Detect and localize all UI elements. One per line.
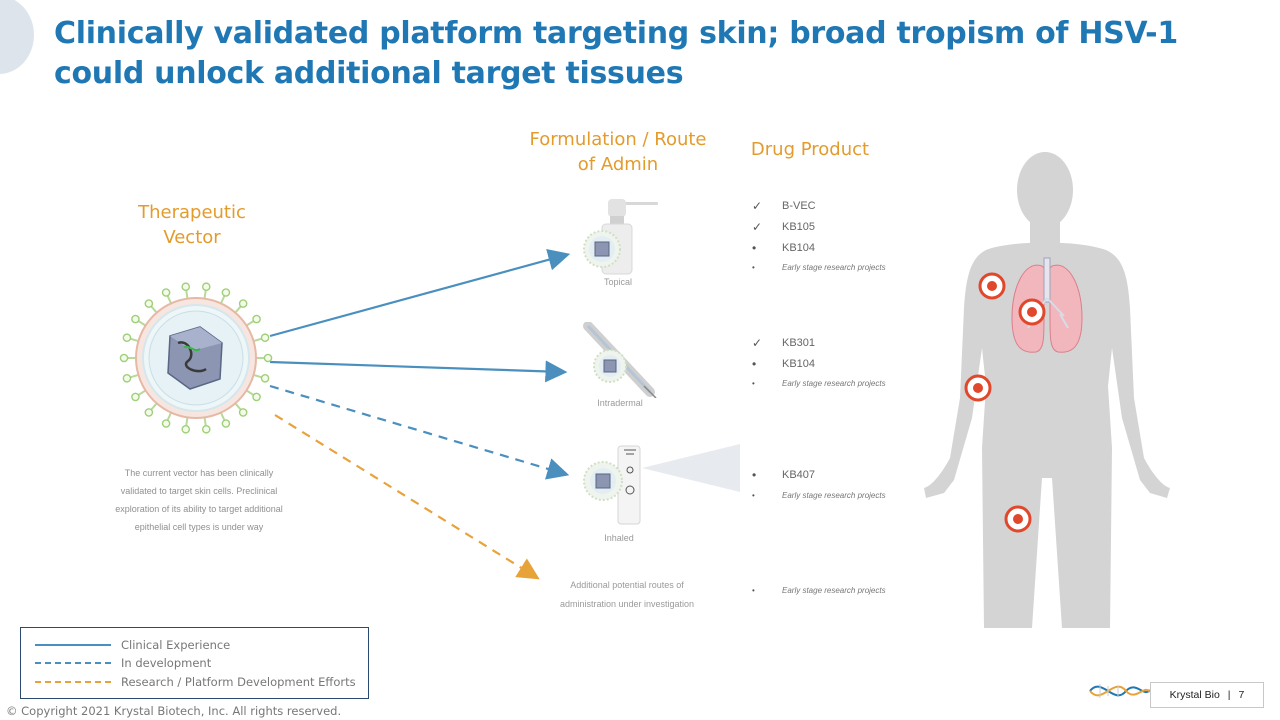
bullet-icon: • bbox=[752, 241, 757, 255]
legend: Clinical Experience In development Resea… bbox=[20, 627, 369, 699]
bullet-icon: • bbox=[752, 490, 755, 500]
drug-product-item: •KB104 bbox=[752, 241, 816, 255]
bullet-icon: • bbox=[752, 585, 755, 595]
page-number: 7 bbox=[1238, 689, 1245, 701]
drug-product-item: •KB104 bbox=[752, 357, 816, 371]
syringe-icon bbox=[583, 322, 657, 398]
route-intradermal-label: Intradermal bbox=[597, 398, 643, 408]
route-additional-label: Additional potential routes of administr… bbox=[559, 580, 695, 609]
drug-product-item: •Early stage research projects bbox=[752, 585, 886, 595]
legend-swatch-dashed-orange bbox=[35, 681, 111, 683]
drug-product-item: •Early stage research projects bbox=[752, 262, 886, 272]
bullet-icon: • bbox=[752, 357, 757, 371]
bullet-icon: • bbox=[752, 378, 755, 388]
route-topical-label: Topical bbox=[603, 277, 632, 287]
copyright-text: © Copyright 2021 Krystal Biotech, Inc. A… bbox=[6, 704, 342, 718]
therapeutic-vector-heading: Therapeutic Vector bbox=[138, 202, 246, 248]
arrow-topical bbox=[269, 249, 571, 338]
check-icon: ✓ bbox=[752, 199, 763, 213]
legend-swatch-solid bbox=[35, 644, 111, 646]
page-title: Clinically validated platform targeting … bbox=[54, 16, 1178, 91]
route-heading: Formulation / Route of Admin bbox=[529, 129, 707, 175]
body-silhouette bbox=[924, 152, 1170, 628]
drug-product-heading: Drug Product bbox=[750, 139, 870, 160]
bullet-icon: • bbox=[752, 262, 755, 272]
drug-product-item: •Early stage research projects bbox=[752, 490, 886, 500]
target-icon bbox=[964, 272, 1046, 533]
krystal-logo bbox=[1089, 684, 1150, 698]
drug-product-item: •Early stage research projects bbox=[752, 378, 886, 388]
arrow-additional bbox=[274, 414, 540, 580]
legend-item: Research / Platform Development Efforts bbox=[21, 673, 366, 691]
route-inhaled-label: Inhaled bbox=[604, 533, 634, 543]
inhaler-icon bbox=[583, 444, 740, 525]
footer-page-box: Krystal Bio | 7 bbox=[1150, 682, 1264, 708]
legend-swatch-dashed-blue bbox=[35, 662, 111, 664]
company-name: Krystal Bio bbox=[1169, 689, 1220, 701]
footer-separator: | bbox=[1227, 689, 1231, 701]
legend-item: In development bbox=[21, 654, 366, 672]
arrow-intradermal bbox=[269, 360, 568, 383]
bullet-icon: • bbox=[752, 468, 757, 482]
legend-item: Clinical Experience bbox=[21, 636, 366, 654]
drug-product-item: ✓B-VEC bbox=[752, 199, 816, 213]
virus-icon bbox=[119, 282, 273, 434]
check-icon: ✓ bbox=[752, 336, 763, 350]
vector-caption: The current vector has been clinically v… bbox=[115, 468, 283, 532]
arrow-inhaled bbox=[269, 384, 570, 480]
drug-product-item: ✓KB301 bbox=[752, 336, 816, 350]
drug-product-item: ✓KB105 bbox=[752, 220, 816, 234]
drug-product-item: •KB407 bbox=[752, 468, 816, 482]
spray-bottle-icon bbox=[583, 199, 658, 275]
check-icon: ✓ bbox=[752, 220, 763, 234]
